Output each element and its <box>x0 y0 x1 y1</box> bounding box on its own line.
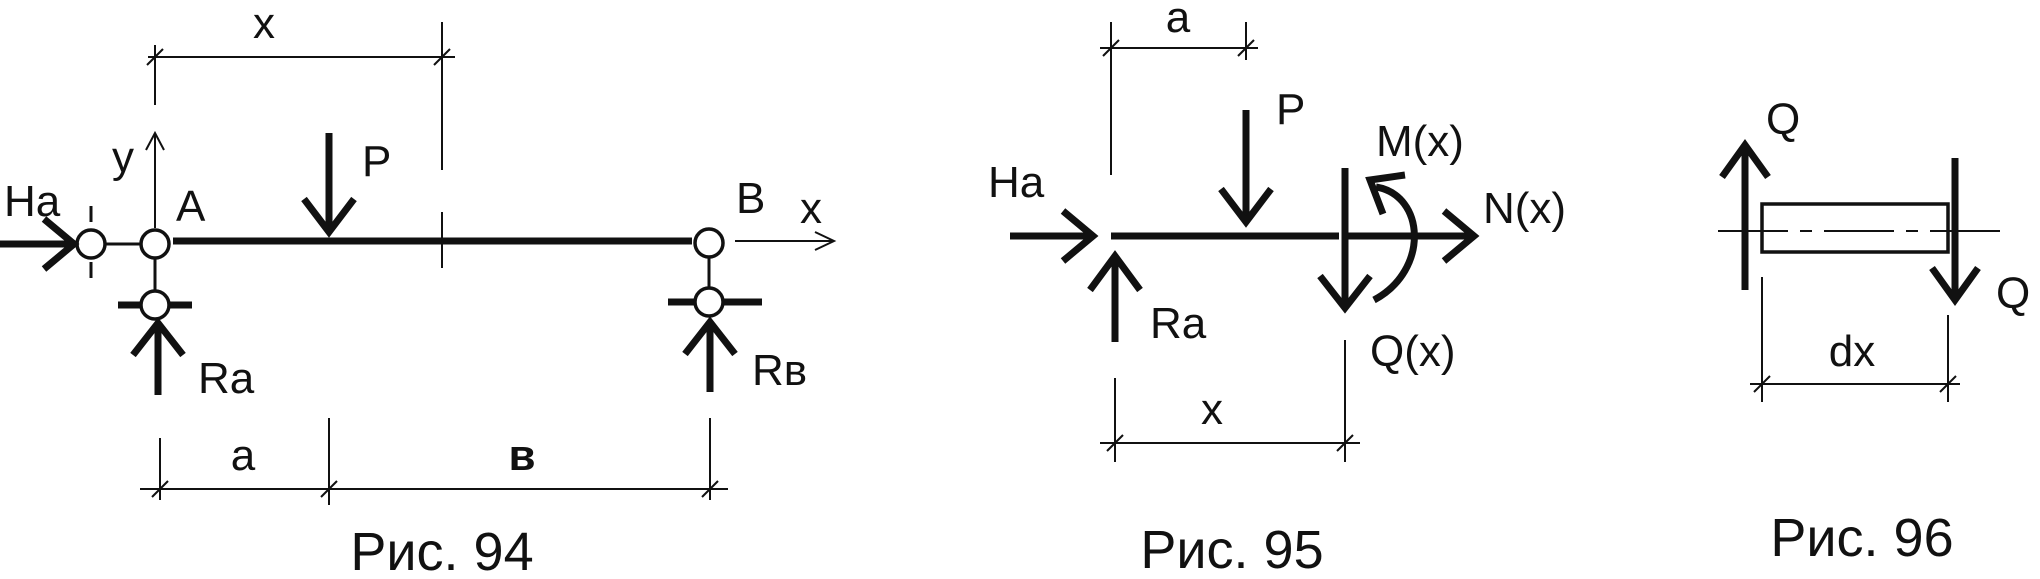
fig95-ha-arrow-head <box>1060 208 1099 264</box>
fig94-label-y: y <box>112 133 134 182</box>
fig94-dim-tick <box>151 480 169 498</box>
fig94-dim-x-tick <box>146 48 164 66</box>
fig95-q-arrow-head <box>1317 273 1373 314</box>
fig94-label-b: B <box>736 174 765 223</box>
fig94-hinge-circle <box>75 228 107 260</box>
fig95-label-q: Q(x) <box>1370 327 1456 376</box>
fig96-dim-tick <box>1753 375 1771 393</box>
fig94-y-axis-tip <box>145 130 165 151</box>
fig94-ra-arrow-head <box>130 317 186 358</box>
fig96-label-dx: dx <box>1829 327 1875 376</box>
figure-95: a P Ha Ra Q(x) N(x) M(x) x Ри <box>988 0 1566 579</box>
fig96-caption: Рис. 96 <box>1770 508 1953 568</box>
figure-94: x y x A Ha Ra P <box>0 0 837 579</box>
fig96-element <box>1760 202 1950 254</box>
fig95-n-arrow-head <box>1441 208 1480 264</box>
fig94-label-p: P <box>362 137 391 186</box>
fig94-label-x-axis: x <box>800 184 822 233</box>
fig94-dim-tick <box>701 480 719 498</box>
fig96-q-right-arrow-head <box>1929 265 1981 306</box>
fig94-hinge-circle <box>693 286 725 318</box>
fig94-p-arrow-head <box>301 196 357 238</box>
fig95-p-arrow-head <box>1218 186 1274 228</box>
fig94-hinge-circle-b <box>693 227 725 259</box>
fig96-label-q-left: Q <box>1766 95 1800 144</box>
fig95-label-n: N(x) <box>1483 184 1566 233</box>
fig94-x-axis-tip <box>814 231 837 251</box>
fig94-hinge-circle <box>139 289 171 321</box>
fig94-label-x-top: x <box>253 0 275 48</box>
fig94-label-dim-a: a <box>231 431 256 480</box>
fig94-label-a: A <box>176 182 206 231</box>
fig96-dim-tick <box>1939 375 1957 393</box>
fig94-label-dim-b: в <box>508 431 535 480</box>
fig94-caption: Рис. 94 <box>350 522 533 579</box>
fig95-ra-arrow-head <box>1087 250 1143 293</box>
fig95-dim-tick <box>1336 434 1354 452</box>
fig95-label-ha: Ha <box>988 158 1045 207</box>
fig96-label-q-right: Q <box>1996 269 2030 318</box>
fig94-hinge-circle-a <box>139 228 171 260</box>
fig94-rb-arrow-head <box>682 316 738 357</box>
fig95-label-dim-x: x <box>1201 385 1223 434</box>
fig94-ha-arrow-head <box>41 216 80 272</box>
fig94-label-ha: Ha <box>4 177 61 226</box>
fig95-label-dim-a: a <box>1166 0 1191 42</box>
fig95-moment-arrow <box>1372 183 1418 304</box>
figure-96: Q Q dx Рис. 96 <box>1718 95 2030 568</box>
fig94-label-ra: Ra <box>198 354 255 403</box>
fig95-moment-arrow-head <box>1365 171 1406 216</box>
fig95-dim-tick <box>1102 39 1120 57</box>
fig94-dim-tick <box>320 480 338 498</box>
fig95-label-p: P <box>1276 85 1305 134</box>
fig94-label-rb: Rв <box>752 346 807 395</box>
fig94-dim-x-tick <box>433 48 451 66</box>
fig96-q-left-arrow-head <box>1719 139 1771 180</box>
fig95-dim-tick <box>1106 434 1124 452</box>
fig95-label-m: M(x) <box>1376 117 1464 166</box>
fig95-dim-tick <box>1237 39 1255 57</box>
fig95-label-ra: Ra <box>1150 299 1207 348</box>
fig95-caption: Рис. 95 <box>1140 520 1323 579</box>
